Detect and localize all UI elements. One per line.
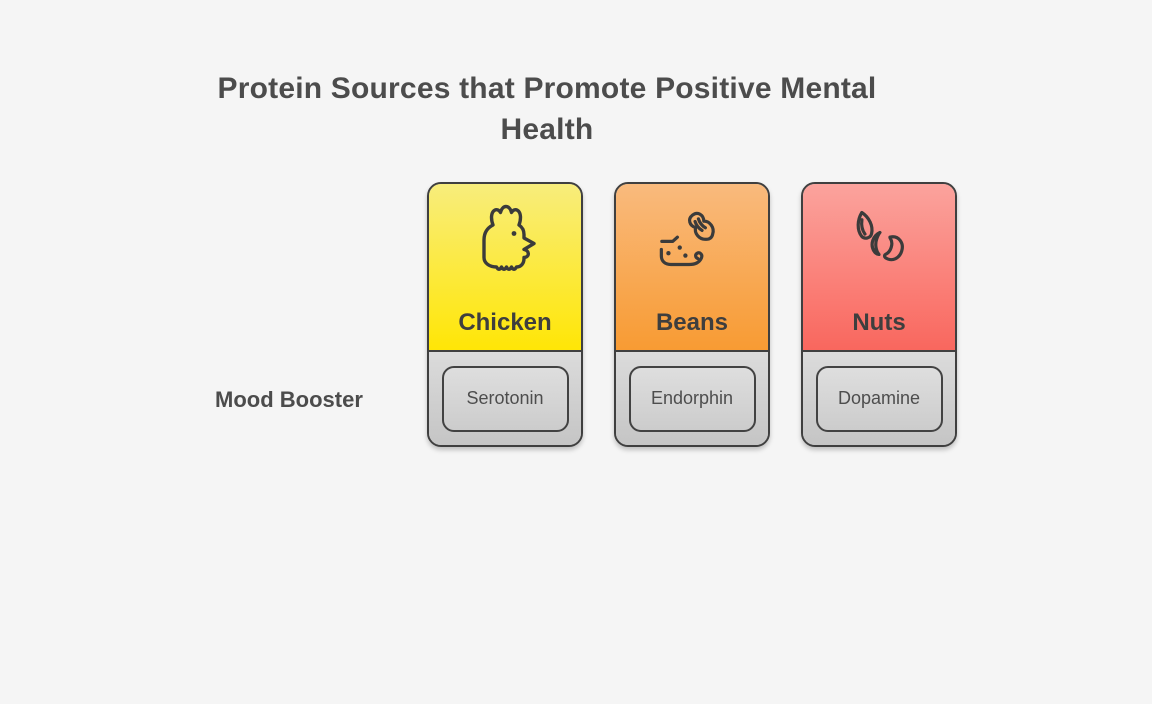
card-beans: Beans Endorphin <box>614 182 770 447</box>
card-nuts: Nuts Dopamine <box>801 182 957 447</box>
card-nuts-booster-section: Dopamine <box>803 352 955 445</box>
card-chicken: Chicken Serotonin <box>427 182 583 447</box>
card-beans-booster-section: Endorphin <box>616 352 768 445</box>
nuts-icon <box>845 205 913 275</box>
endorphin-node[interactable]: Endorphin <box>628 365 756 432</box>
card-chicken-header: Chicken <box>429 184 581 352</box>
protein-cards-row: Chicken Serotonin <box>427 182 957 447</box>
peanut-icon <box>658 205 726 275</box>
dopamine-node[interactable]: Dopamine <box>815 365 943 432</box>
serotonin-node[interactable]: Serotonin <box>441 365 569 432</box>
card-chicken-booster-section: Serotonin <box>429 352 581 445</box>
card-beans-label: Beans <box>655 309 729 336</box>
page-title: Protein Sources that Promote Positive Me… <box>217 72 877 146</box>
card-chicken-label: Chicken <box>458 309 552 336</box>
card-nuts-header: Nuts <box>803 184 955 352</box>
card-nuts-label: Nuts <box>852 309 906 336</box>
card-beans-header: Beans <box>616 184 768 352</box>
mood-booster-row-label: Mood Booster <box>215 387 363 412</box>
chicken-icon <box>471 204 539 275</box>
